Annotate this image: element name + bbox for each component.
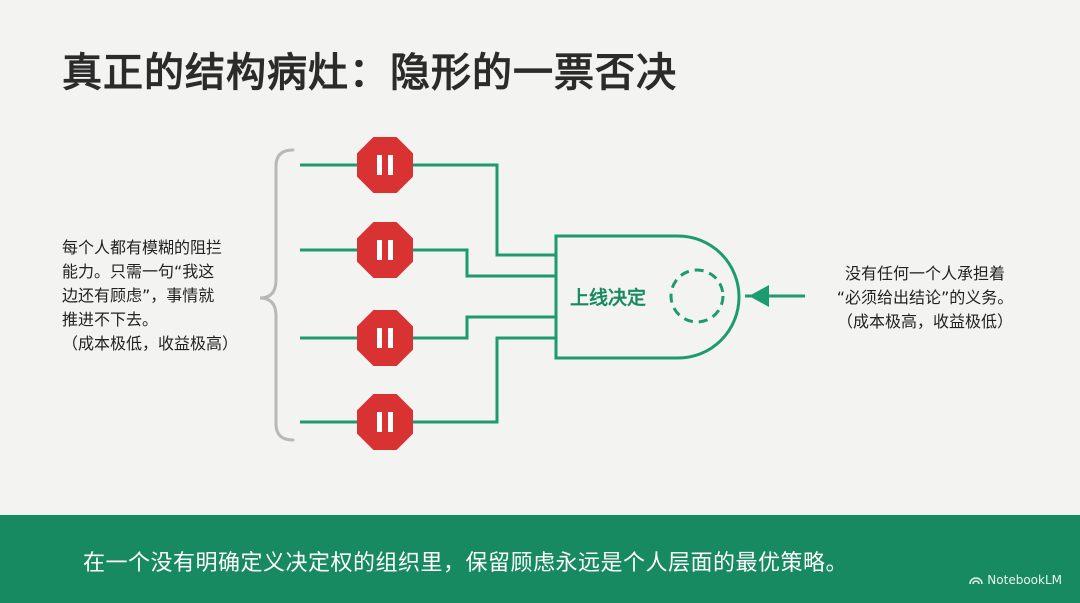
- stop-pause-icon: [357, 222, 413, 278]
- stop-pause-icon: [357, 310, 413, 366]
- stop-sign-4: [357, 394, 413, 450]
- arrow-left-icon: [749, 285, 769, 307]
- right-line: （成本极高，收益极低）: [836, 312, 1013, 331]
- decision-gate: [554, 234, 741, 360]
- brand-watermark: NotebookLM: [969, 573, 1062, 587]
- page-title: 真正的结构病灶：隐形的一票否决: [62, 50, 677, 96]
- stop-pause-icon: [357, 394, 413, 450]
- footer-text: 在一个没有明确定义决定权的组织里，保留顾虑永远是个人层面的最优策略。: [83, 551, 849, 576]
- wire-1: [300, 163, 556, 257]
- footer-banner: 在一个没有明确定义决定权的组织里，保留顾虑永远是个人层面的最优策略。 Noteb…: [0, 515, 1080, 603]
- brand-label: NotebookLM: [987, 573, 1062, 587]
- left-description: 每个人都有模糊的阻拦 能力。只需一句“我这 边还有顾虑”，事情就 推进不下去。 …: [62, 236, 262, 356]
- stop-sign-1: [357, 137, 413, 193]
- dashed-circle-icon: [669, 268, 725, 324]
- notebooklm-logo-icon: [969, 577, 984, 585]
- stop-sign-2: [357, 222, 413, 278]
- stop-pause-icon: [357, 137, 413, 193]
- stop-sign-3: [357, 310, 413, 366]
- left-line: 边还有顾虑”，事情就: [62, 286, 215, 305]
- left-line: 能力。只需一句“我这: [62, 262, 215, 281]
- wire-3: [300, 315, 556, 340]
- right-description: 没有任何一个人承担着 “必须给出结论”的义务。 （成本极高，收益极低）: [810, 262, 1040, 334]
- right-line: “必须给出结论”的义务。: [836, 288, 1014, 307]
- veto-diagram: 上线决定: [259, 137, 805, 450]
- left-line: 每个人都有模糊的阻拦: [62, 238, 223, 257]
- left-line: （成本极低，收益极高）: [62, 334, 239, 353]
- right-line: 没有任何一个人承担着: [844, 264, 1005, 283]
- left-line: 推进不下去。: [62, 310, 159, 329]
- gate-label: 上线决定: [570, 286, 646, 309]
- left-bracket: [259, 148, 295, 442]
- wire-4: [300, 336, 556, 424]
